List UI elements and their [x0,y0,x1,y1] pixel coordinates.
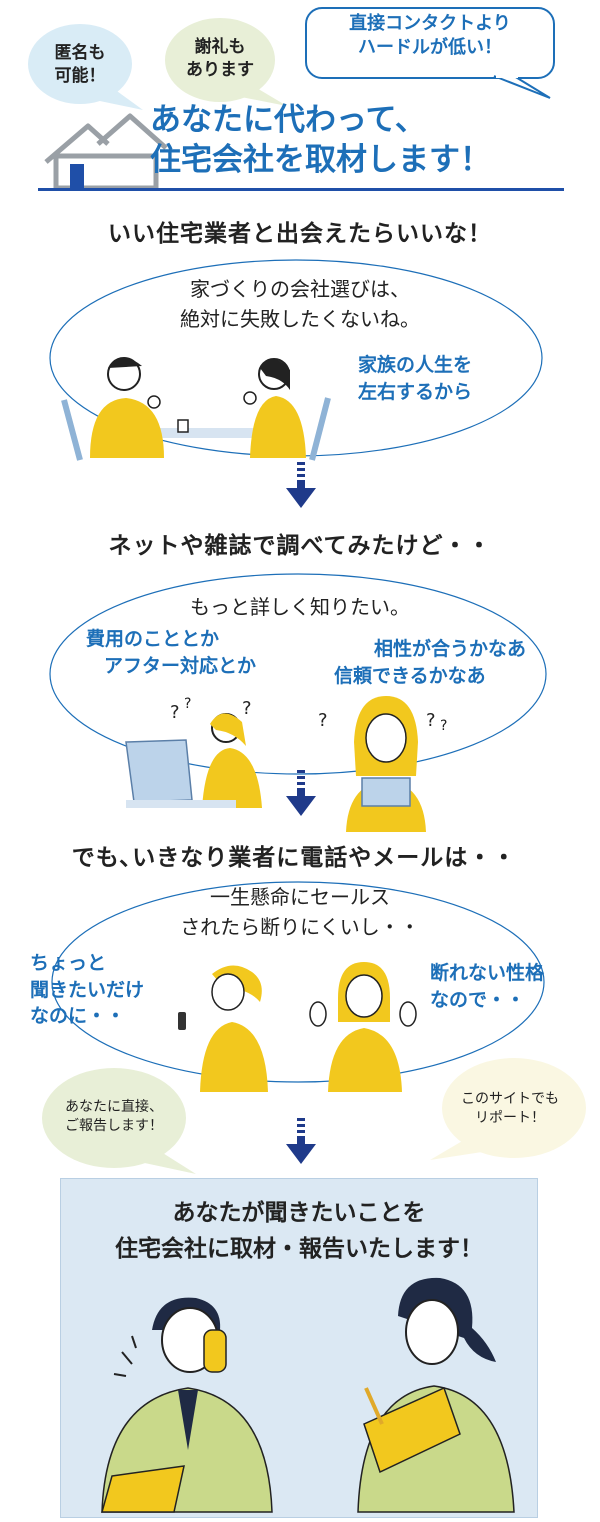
page-title-line2: 住宅会社を取材します！ [150,142,491,179]
report-box-line1: あなたが聞きたいことを [172,1200,426,1226]
book-woman-illustration: ? ? ? [318,696,447,832]
section3-ellipse-text: 一生懸命にセールス されたら断りにくいし・・ [150,882,450,942]
down-arrow-icon [286,770,316,816]
section1-side-line2: 左右するから [358,380,473,403]
bubble-lower-hurdle: 直接コンタクトより ハードルが低い！ [306,12,554,61]
surprised-woman-illustration [309,962,417,1092]
svg-text:?: ? [184,696,191,712]
section2-right-text: 相性が合うかなあ 信頼できるかなあ [334,636,574,689]
svg-text:?: ? [318,710,328,731]
report-box-text: あなたが聞きたいことを 住宅会社に取材・報告いたします！ [60,1196,538,1267]
section3-left-text: ちょっと 聞きたいだけ なのに・・ [30,950,190,1030]
phone-woman-illustration [178,965,268,1092]
bubble-report-line2: ご報告します！ [65,1117,163,1134]
bubble-site-report-line2: リポート！ [475,1109,545,1126]
section1-heading: いい住宅業者と出会えたらいいな！ [108,221,492,247]
section2-right-line1: 相性が合うかなあ [374,638,527,660]
section1-ellipse-text: 家づくりの会社選びは、 絶対に失敗したくないね。 [150,274,450,334]
section1-side-line1: 家族の人生を [358,354,473,376]
down-arrow-icon [286,462,316,508]
section3-left-line1: ちょっと [30,952,107,974]
bubble-lower-shape [305,7,555,99]
bubble-site-report: このサイトでも リポート！ [440,1090,580,1128]
section3-right-line1: 断れない性格 [430,962,545,984]
title-underline [38,188,564,191]
section3-heading: でも､いきなり業者に電話やメールは・・ [71,845,517,871]
bubble-anonymous-line1: 匿名も [54,43,106,63]
notebook-woman-illustration [357,1277,515,1513]
house-icon [44,113,168,191]
report-box-line2: 住宅会社に取材・報告いたします！ [115,1235,483,1262]
section3-right-text: 断れない性格 なので・・ [430,960,590,1013]
section1-ellipse-line2: 絶対に失敗したくないね。 [180,307,420,331]
section3-left-line3: なのに・・ [30,1005,126,1028]
section1-ellipse-line1: 家づくりの会社選びは、 [190,277,410,301]
section3-ellipse-line1: 一生懸命にセールス [210,885,390,909]
svg-text:?: ? [440,718,447,734]
section3-ellipse [51,881,545,1083]
bubble-site-report-shape [430,1058,586,1160]
section3-right-line2: なので・・ [430,988,526,1011]
bubble-lower-line2: ハードルが低い！ [358,37,502,59]
section2-ellipse [49,573,547,775]
section2-right-line2: 信頼できるかなあ [334,664,486,687]
bubble-reward-line1: 謝礼も [194,37,246,57]
bubble-anonymous-line2: 可能！ [54,65,106,86]
bubble-site-report-line1: このサイトでも [461,1091,559,1107]
bubble-report: あなたに直接、 ご報告します！ [44,1098,184,1136]
bubble-anonymous: 匿名も 可能！ [30,42,130,88]
page-title: あなたに代わって、 住宅会社を取材します！ [150,100,590,181]
section2-left-line2: アフター対応とか [104,654,257,677]
couple-illustration [61,357,331,461]
section1-side-text: 家族の人生を 左右するから [358,352,538,405]
bubble-reward: 謝礼も あります [170,36,270,82]
down-arrow-icon [286,1118,316,1164]
bubble-report-line1: あなたに直接、 [65,1099,163,1115]
page-title-line1: あなたに代わって、 [150,102,426,138]
section2-left-line1: 費用のこととか [86,628,220,650]
section2-ellipse-text: もっと詳しく知りたい。 [190,595,410,619]
bubble-lower-line1: 直接コンタクトより [349,13,511,34]
bubble-reward-line2: あります [186,59,254,80]
svg-text:?: ? [242,698,252,719]
section2-left-text: 費用のこととか アフター対応とか [86,626,306,679]
bubble-anonymous-shape [28,24,143,110]
laptop-woman-illustration: ? ? ? [125,696,262,808]
bubble-reward-shape [165,18,287,106]
section3-ellipse-line2: されたら断りにくいし・・ [180,915,420,939]
section3-left-line2: 聞きたいだけ [30,978,145,1001]
bubble-report-shape [42,1068,196,1174]
phone-man-illustration [101,1297,273,1513]
svg-text:?: ? [426,710,436,731]
section2-heading: ネットや雑誌で調べてみたけど・・ [108,533,492,559]
question-mark-icon: ? [170,702,180,723]
